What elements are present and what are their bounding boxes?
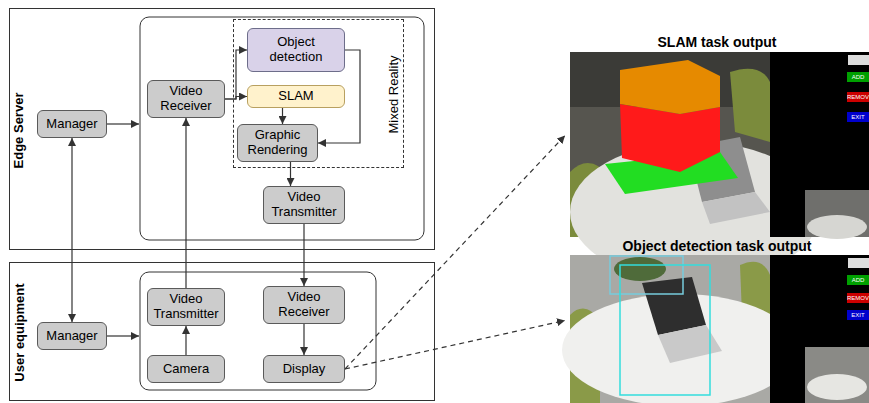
box-label: Graphic Rendering <box>242 128 313 158</box>
process-box: Camera <box>147 355 225 383</box>
box-label: Manager <box>46 329 97 344</box>
box-label: Video Receiver <box>268 290 340 320</box>
laptop-screen <box>642 277 706 335</box>
flow-arrow <box>290 162 291 186</box>
system-band: User equipment Manager Video TransmitterCa… <box>9 262 435 401</box>
panel-heading: SLAM task output <box>658 34 777 50</box>
ui-panel <box>770 255 869 403</box>
box-label: Manager <box>46 117 97 132</box>
box-label: Video Transmitter <box>152 292 220 322</box>
group-label: Mixed Reality <box>386 55 401 133</box>
flow-arrow <box>282 108 283 124</box>
laptop-base <box>702 192 770 224</box>
box-label: Display <box>283 362 326 377</box>
panel-heading: Object detection task output <box>622 238 811 254</box>
detection-box <box>610 256 683 294</box>
process-box: Manager <box>37 322 107 350</box>
flow-arrow <box>225 97 247 100</box>
output-arrow <box>345 136 565 370</box>
box-label: Camera <box>163 362 209 377</box>
slam-screenshot <box>570 52 869 282</box>
process-box: Video Transmitter <box>263 186 345 224</box>
ui-button-label: ADD <box>847 275 869 285</box>
chair <box>730 69 770 142</box>
box-label: SLAM <box>278 89 313 104</box>
process-box: Display <box>263 355 345 383</box>
thumbnail-table <box>807 374 867 400</box>
output-panel: SLAM task output <box>565 34 869 237</box>
server-container <box>140 17 424 240</box>
ui-button-label: REMOV <box>847 293 869 303</box>
box-label: Video Receiver <box>152 84 220 114</box>
manager-arrow <box>107 335 139 336</box>
ui-button-label: ADD <box>847 72 869 82</box>
process-box: Video Receiver <box>147 80 225 118</box>
ui-button-label: EXIT <box>847 112 869 122</box>
output-arrow <box>345 321 565 370</box>
plant <box>614 257 666 281</box>
process-box: SLAM <box>247 85 345 108</box>
ui-button-label: REMOV <box>847 92 869 102</box>
thumbnail <box>805 347 869 403</box>
flow-arrow <box>303 324 304 355</box>
system-band: Edge Server Manager Video Receiver Mixed Re… <box>9 8 435 250</box>
box-label: Video Transmitter <box>268 190 340 220</box>
output-panel: Object detection task output <box>565 238 869 403</box>
band-label: User equipment <box>12 283 27 381</box>
process-box: Graphic Rendering <box>237 124 318 162</box>
ui-panel <box>770 52 869 237</box>
flow-arrow <box>71 138 72 322</box>
ui-button <box>848 55 869 65</box>
ui-button-label: EXIT <box>847 310 869 320</box>
detection-box <box>620 265 710 395</box>
thumbnail-table <box>807 215 867 239</box>
box-label: Object detection <box>252 35 340 65</box>
process-box: Video Transmitter <box>147 288 225 326</box>
virtual-box-top <box>620 60 720 114</box>
device-container <box>140 272 376 390</box>
process-box: Object detection <box>247 28 345 72</box>
flow-arrow <box>225 50 247 99</box>
process-box: Manager <box>37 110 107 138</box>
detection-screenshot <box>562 255 869 403</box>
band-label: Edge Server <box>11 92 26 168</box>
flow-arrow <box>185 326 186 355</box>
ui-button <box>848 258 869 268</box>
process-box: Video Receiver <box>263 286 345 324</box>
manager-arrow <box>107 123 139 124</box>
group-box: Mixed Reality Object detectionSLAM Graphic… <box>233 19 404 168</box>
virtual-box-side <box>620 104 720 172</box>
laptop-base <box>658 325 722 363</box>
flow-arrow <box>303 224 304 286</box>
